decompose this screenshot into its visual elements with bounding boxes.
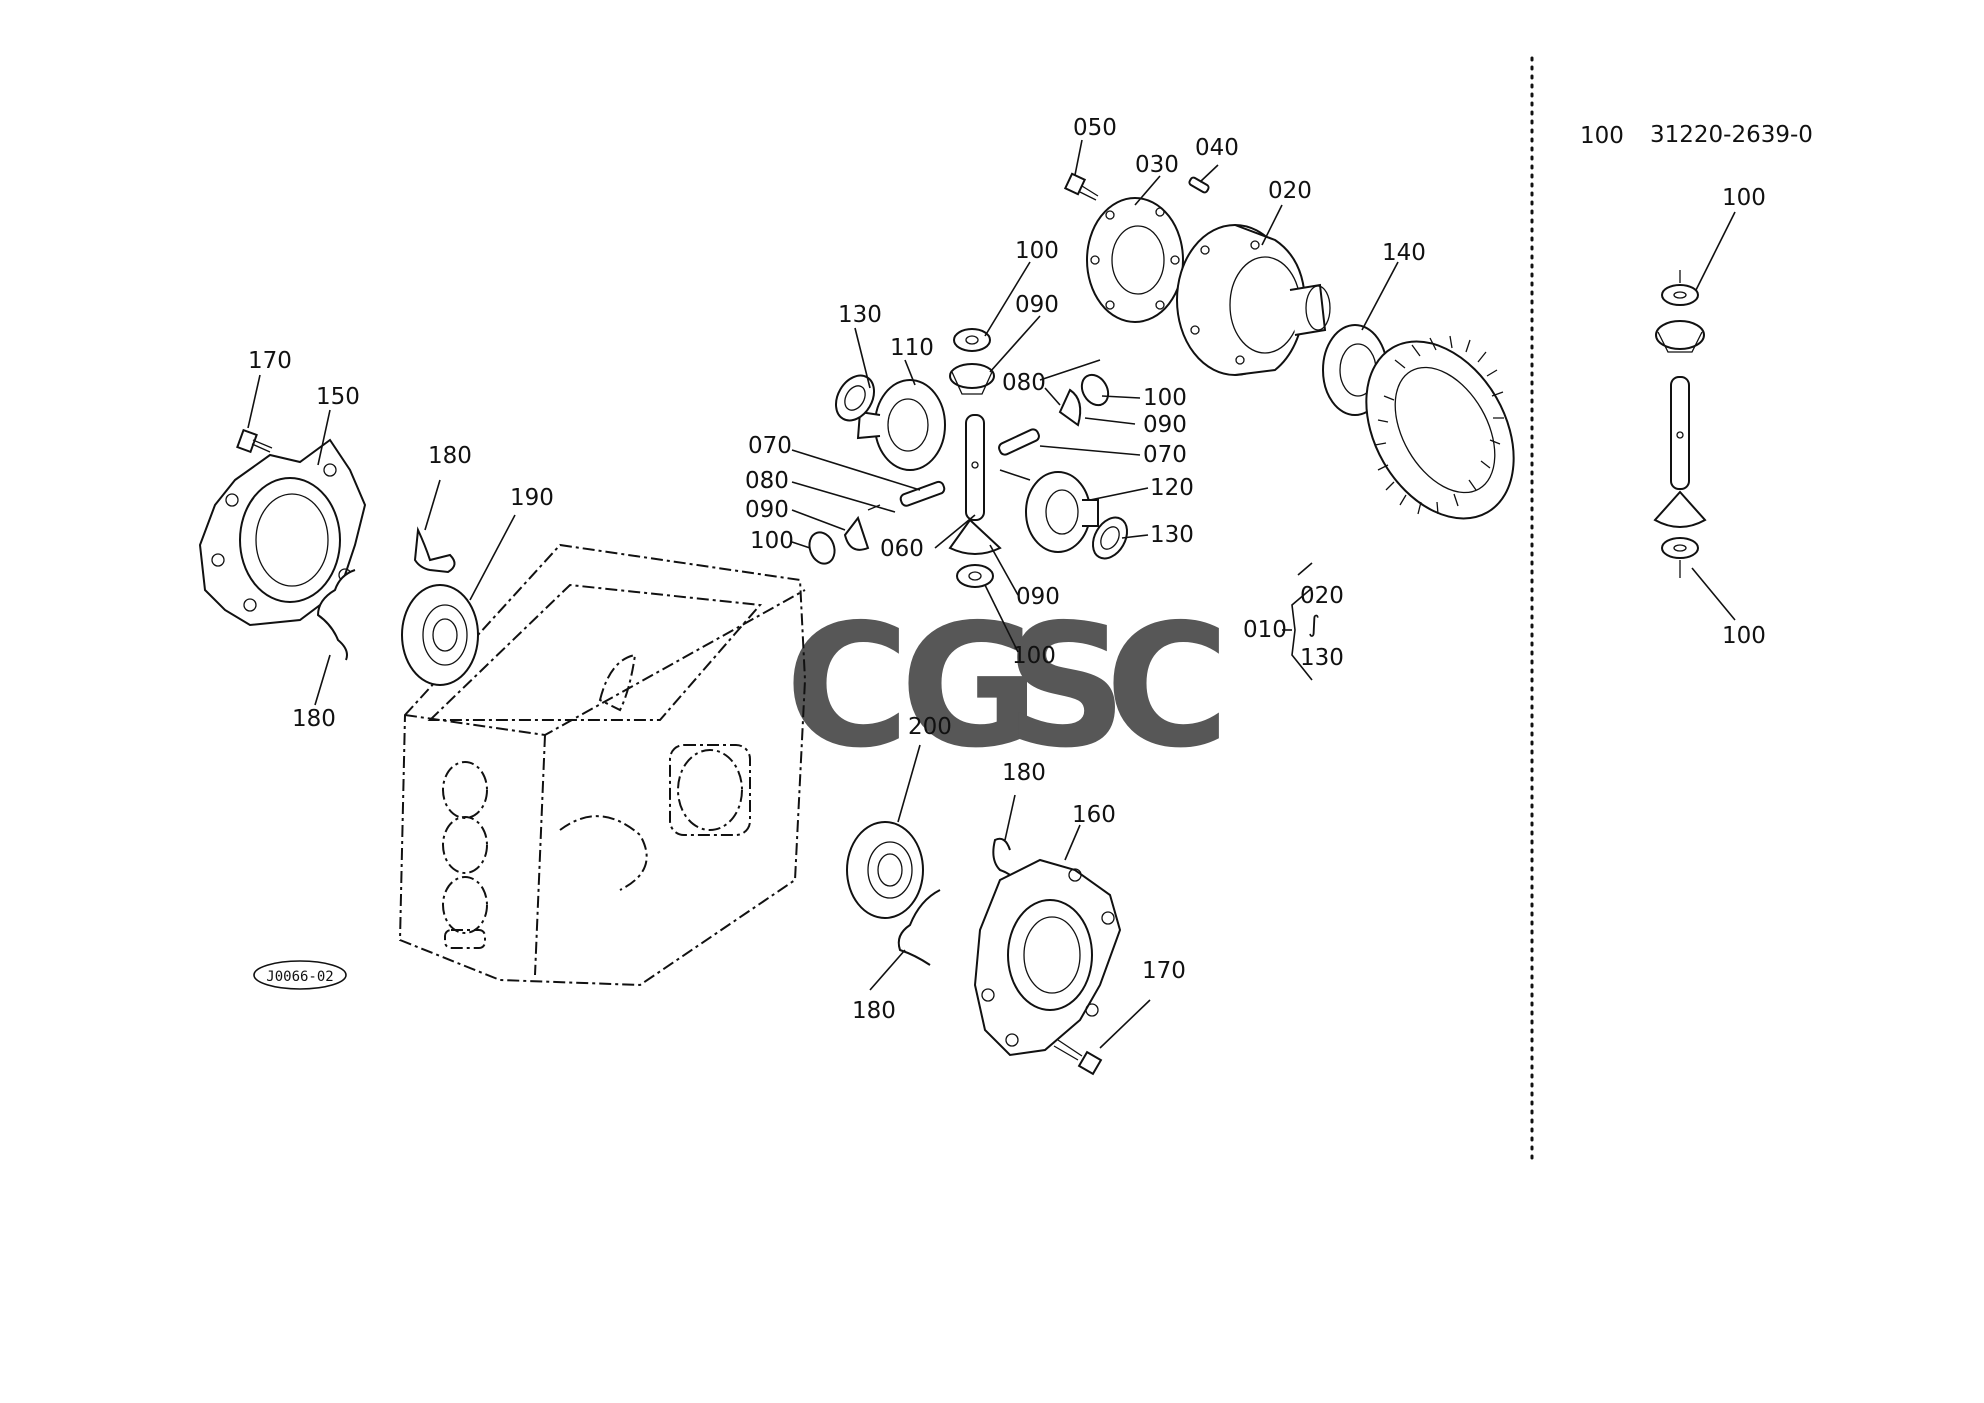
side-gear-110 xyxy=(856,379,946,471)
label-180b: 180 xyxy=(292,706,336,732)
pinion-gear-top xyxy=(949,363,995,395)
label-180a: 180 xyxy=(428,443,472,469)
label-090a: 090 xyxy=(1015,292,1059,318)
label-110: 110 xyxy=(890,335,934,361)
pin-040 xyxy=(1188,176,1210,194)
label-060: 060 xyxy=(880,536,924,562)
washer-130-right xyxy=(1091,516,1129,560)
side-shaft xyxy=(1670,376,1690,490)
group-first-label: 020 xyxy=(1300,583,1344,609)
washer-100-bottom xyxy=(956,564,994,588)
transmission-case xyxy=(398,543,807,987)
group-last-label: 130 xyxy=(1300,645,1344,671)
pinion-gear-bottom xyxy=(948,518,1002,555)
cover-030 xyxy=(1086,197,1184,323)
label-090b: 090 xyxy=(1143,412,1187,438)
pin-070-right xyxy=(998,428,1040,456)
leader-lines xyxy=(247,139,1399,1049)
side-gear-top xyxy=(1655,320,1705,353)
label-050: 050 xyxy=(1073,115,1117,141)
washer-100-top xyxy=(953,328,991,352)
washer-130-left xyxy=(835,374,875,422)
label-100c: 100 xyxy=(750,528,794,554)
watermark-letter-2: G xyxy=(900,588,1040,786)
bearing-190 xyxy=(401,584,479,686)
label-130b: 130 xyxy=(1150,522,1194,548)
bolt-170-right xyxy=(1053,1039,1103,1076)
label-080b: 080 xyxy=(745,468,789,494)
label-130a: 130 xyxy=(838,302,882,328)
label-080a: 080 xyxy=(1002,370,1046,396)
group-parent-label: 010 xyxy=(1243,617,1287,643)
label-180d: 180 xyxy=(852,998,896,1024)
label-070a: 070 xyxy=(748,433,792,459)
watermark-letter-4: C xyxy=(1105,588,1230,786)
bearing-200 xyxy=(846,821,924,919)
label-160: 160 xyxy=(1072,802,1116,828)
washer-100-right xyxy=(1080,373,1110,407)
label-090d: 090 xyxy=(1016,584,1060,610)
label-040: 040 xyxy=(1195,135,1239,161)
side-gear-120 xyxy=(1025,471,1099,553)
shim-180-bottom xyxy=(897,889,941,966)
label-140: 140 xyxy=(1382,240,1426,266)
part-labels: 050 030 040 020 140 100 090 130 110 080 … xyxy=(248,115,1426,1024)
label-200: 200 xyxy=(908,714,952,740)
label-170b: 170 xyxy=(1142,958,1186,984)
pinion-gear-left xyxy=(843,504,881,551)
pinion-gear-right xyxy=(1058,388,1082,427)
side-panel-part-number: 31220-2639-0 xyxy=(1650,122,1813,148)
side-panel: 100 31220-2639-0 100 100 xyxy=(1580,122,1813,649)
bolt-050 xyxy=(1063,172,1099,201)
group-range-mark: ∫ xyxy=(1308,612,1320,638)
side-washer-top xyxy=(1661,284,1699,306)
label-100d: 100 xyxy=(1012,643,1056,669)
diagram-code-text: J0066-02 xyxy=(266,969,333,985)
pin-070-left xyxy=(899,480,946,507)
label-100a: 100 xyxy=(1015,238,1059,264)
label-090c: 090 xyxy=(745,497,789,523)
bolt-170-left xyxy=(236,428,273,454)
ring-gear xyxy=(1365,335,1515,520)
assembly-group-bracket: 010 020 ∫ 130 xyxy=(1243,562,1344,681)
shim-180-lower xyxy=(316,569,356,661)
label-170a: 170 xyxy=(248,348,292,374)
label-070b: 070 xyxy=(1143,442,1187,468)
diagram-code-badge: J0066-02 xyxy=(253,960,347,990)
washer-100-left xyxy=(808,531,836,565)
label-120: 120 xyxy=(1150,475,1194,501)
label-100b: 100 xyxy=(1143,385,1187,411)
side-panel-ref: 100 xyxy=(1580,123,1624,149)
label-020: 020 xyxy=(1268,178,1312,204)
diff-case-020 xyxy=(1176,224,1331,376)
watermark-letter-3: S xyxy=(1005,588,1127,786)
shaft-060 xyxy=(965,414,985,521)
label-180c: 180 xyxy=(1002,760,1046,786)
watermark-letter-1: C xyxy=(785,588,910,786)
side-gear-bottom xyxy=(1653,490,1707,528)
watermark-logo: C G S C xyxy=(785,588,1230,786)
side-panel-top-label: 100 xyxy=(1722,185,1766,211)
side-panel-bottom-label: 100 xyxy=(1722,623,1766,649)
label-190: 190 xyxy=(510,485,554,511)
side-washer-bottom xyxy=(1661,537,1699,559)
label-150: 150 xyxy=(316,384,360,410)
flange-160 xyxy=(973,858,1122,1057)
label-030: 030 xyxy=(1135,152,1179,178)
shim-180-upper xyxy=(413,526,456,574)
